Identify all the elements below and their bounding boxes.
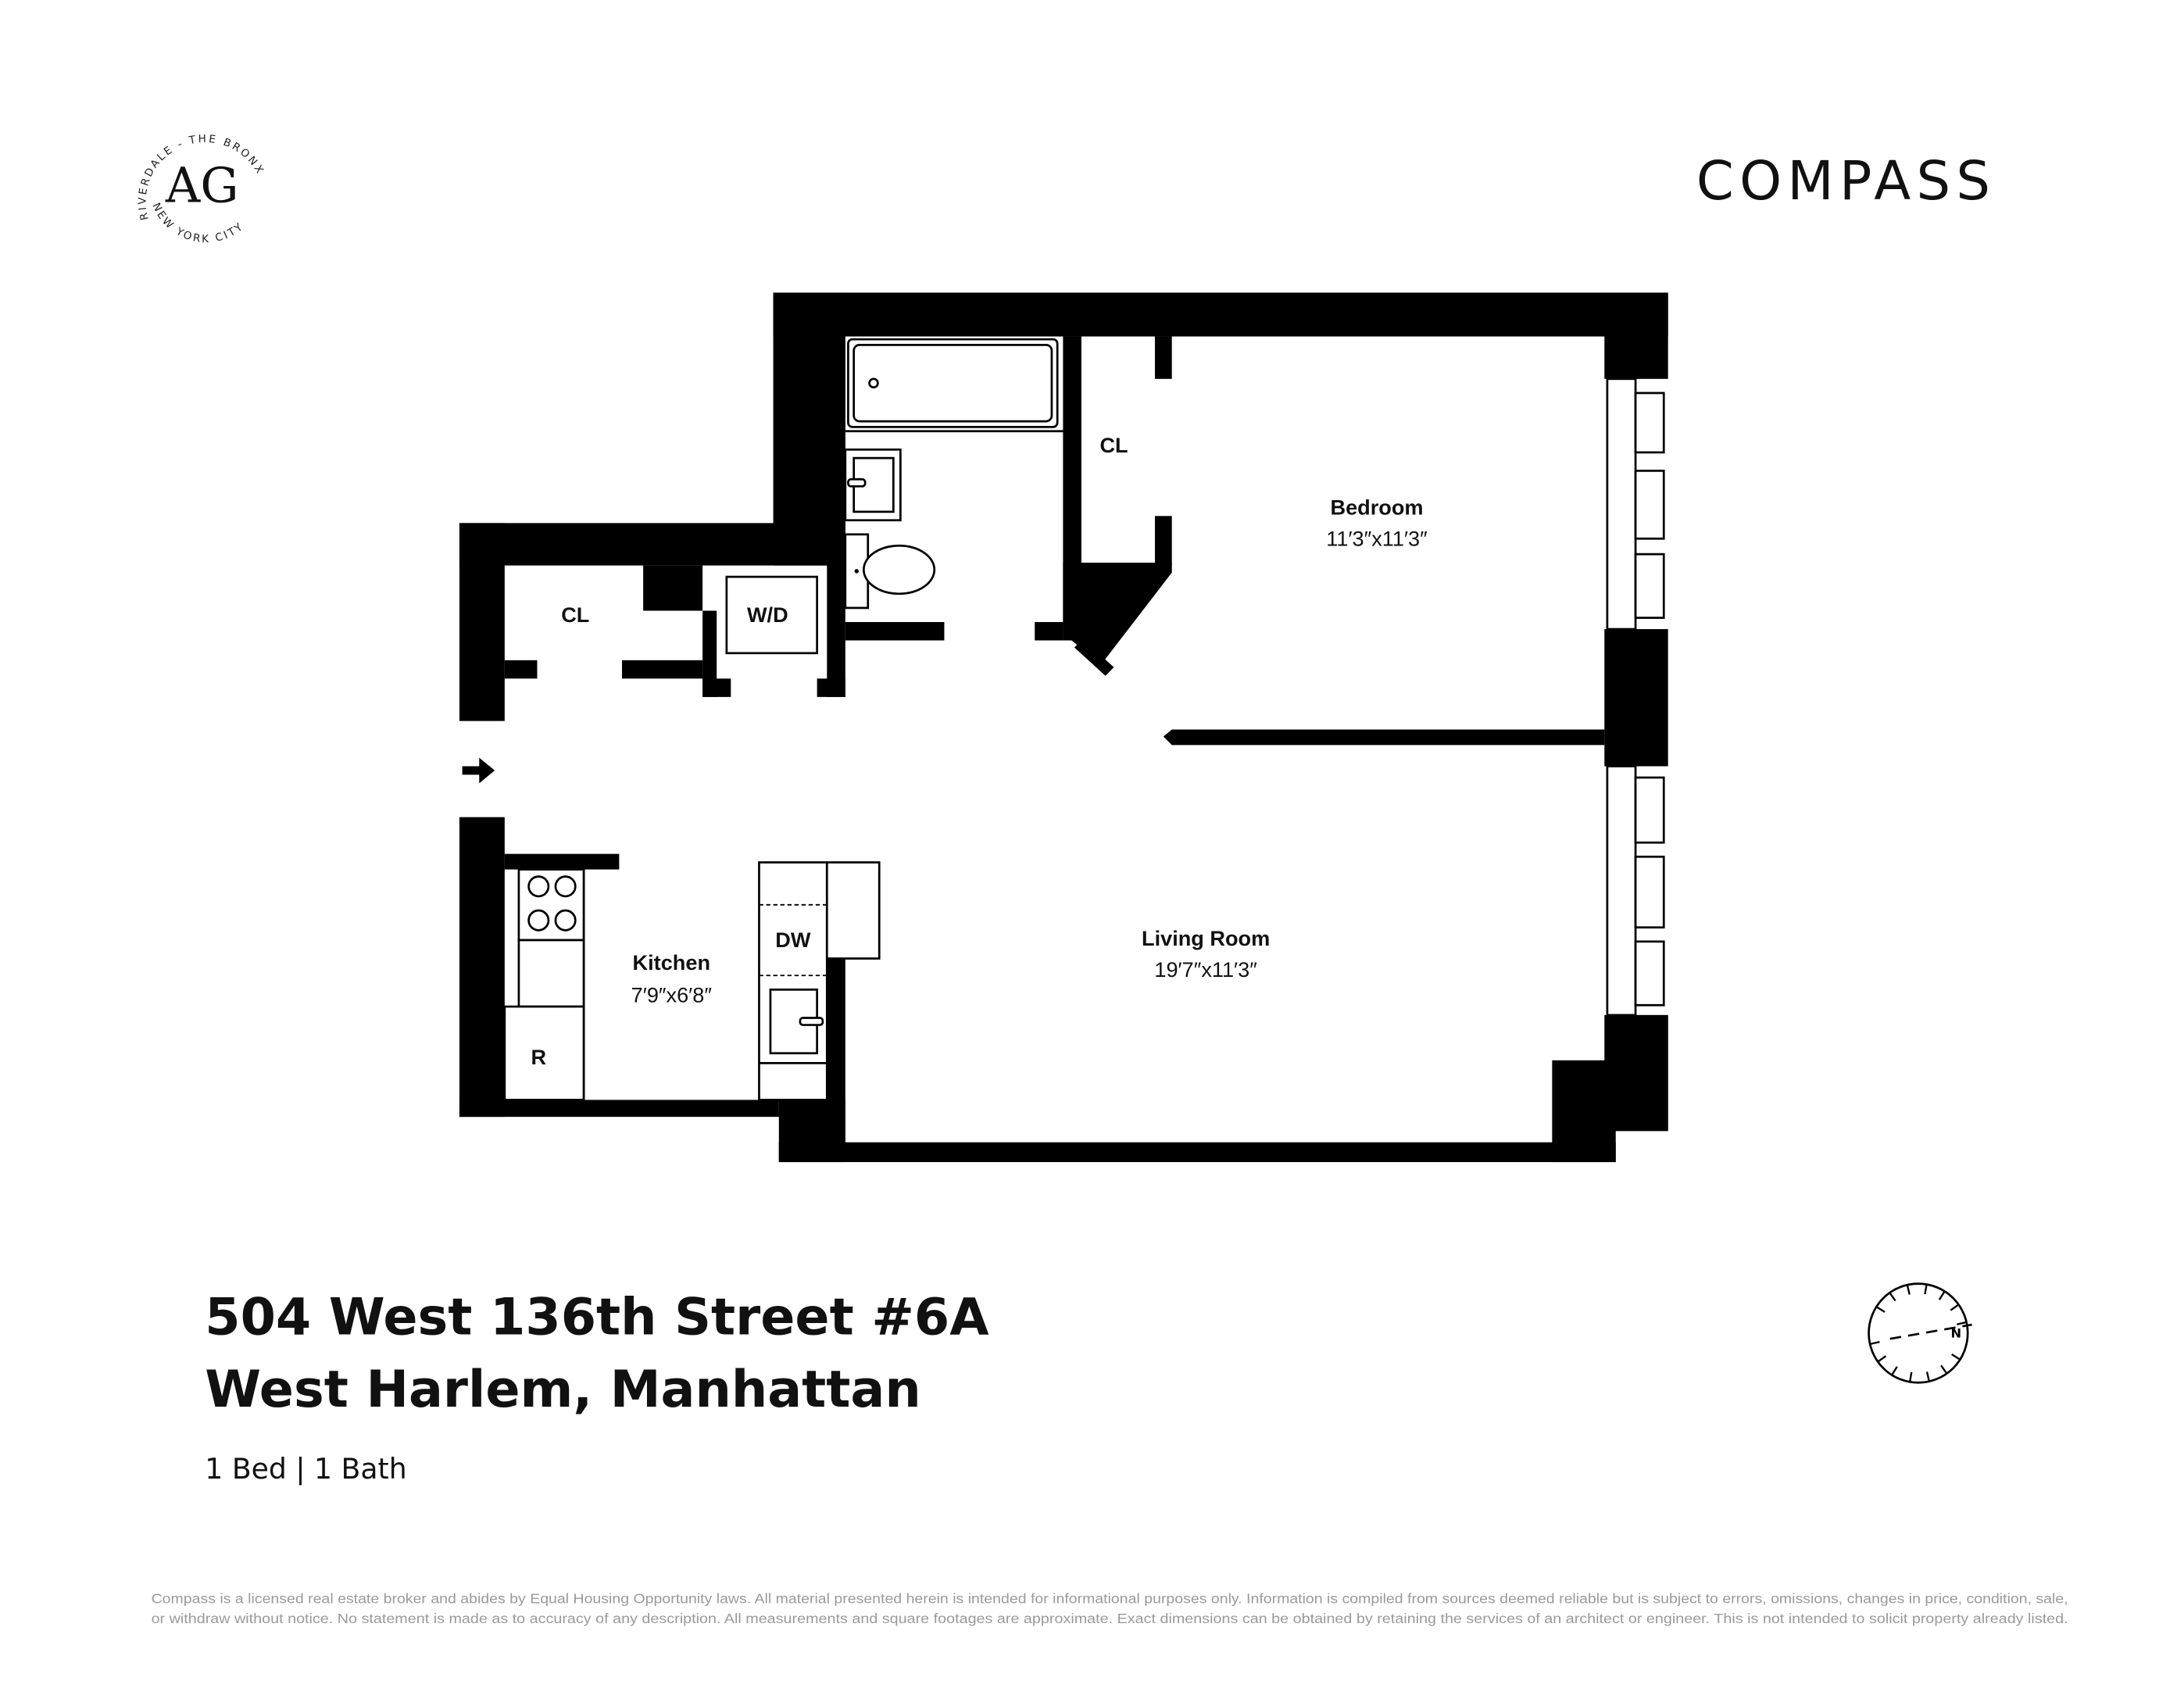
toilet: [844, 533, 936, 610]
walls: [459, 292, 1668, 1163]
disclaimer-line-1: Compass is a licensed real estate broker…: [152, 1590, 2068, 1606]
kitchen-label: Kitchen: [633, 950, 710, 975]
refrigerator-label: R: [531, 1045, 546, 1069]
living-room-dimensions: 19′7″x11′3″: [1154, 957, 1257, 982]
windows: [1606, 377, 1665, 1017]
compass-tick: [1950, 1304, 1960, 1311]
ag-logo: RIVERDALE - THE BRONX NEW YORK CITY AG: [136, 133, 264, 245]
dishwasher-label: DW: [775, 928, 811, 952]
compass-logo: COMPASS: [1696, 150, 1996, 213]
compass-tick: [1951, 1353, 1961, 1361]
compass-tick: [1875, 1306, 1886, 1313]
kitchen-counter: [517, 939, 585, 1008]
compass-tick: [1940, 1364, 1948, 1375]
washer-dryer: [725, 575, 818, 655]
compass-tick: [1877, 1355, 1887, 1363]
compass-tick: [1906, 1284, 1911, 1295]
compass-tick: [1889, 1292, 1896, 1302]
closet-label: CL: [561, 603, 589, 627]
disclaimer-line-2: or withdraw without notice. No statement…: [152, 1611, 2068, 1626]
listing-summary: 1 Bed | 1 Bath: [205, 1452, 406, 1486]
entry-arrow-icon: [462, 757, 495, 784]
compass-tick: [1869, 1340, 1880, 1346]
compass-tick: [1957, 1321, 1967, 1325]
svg-text:N: N: [1950, 1325, 1961, 1340]
compass-tick: [1938, 1290, 1946, 1300]
svg-text:AG: AG: [165, 158, 239, 214]
bedroom-dimensions: 11′3″x11′3″: [1326, 526, 1428, 550]
bath-sink: [844, 448, 902, 522]
kitchen-island-counter: [758, 861, 881, 1101]
kitchen-dimensions: 7′9″x6′8″: [631, 983, 713, 1007]
compass-tick: [1891, 1366, 1898, 1376]
listing-neighborhood: West Harlem, Manhattan: [205, 1361, 920, 1419]
stove: [517, 868, 585, 942]
compass-tick: [1924, 1284, 1928, 1295]
refrigerator: [503, 1005, 585, 1101]
bedroom-closet-label: CL: [1099, 433, 1128, 457]
bathtub: [845, 338, 1063, 433]
compass-tick: [1925, 1372, 1931, 1382]
washer-dryer-label: W/D: [747, 603, 788, 627]
north-compass-icon: N: [1868, 1282, 1972, 1384]
bedroom-label: Bedroom: [1330, 495, 1423, 519]
compass-tick: [1909, 1372, 1913, 1382]
living-room-label: Living Room: [1142, 926, 1270, 950]
listing-address: 504 West 136th Street #6A: [205, 1289, 989, 1347]
